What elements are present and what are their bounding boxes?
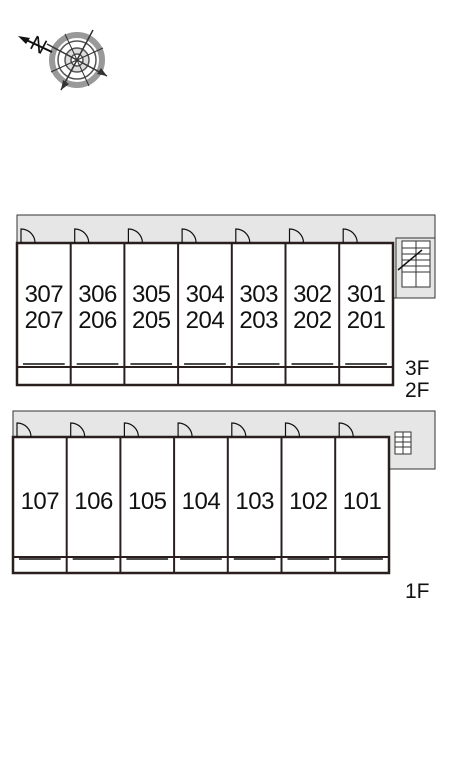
unit-number: 104: [182, 488, 221, 515]
unit-number: 103: [235, 488, 274, 515]
unit-number: 206: [78, 307, 117, 334]
door-icon: [127, 228, 143, 244]
door-icon: [123, 422, 139, 438]
unit-number: 101: [343, 488, 382, 515]
floor-label-2f: 2F: [405, 379, 430, 402]
door-icon: [235, 228, 251, 244]
door-icon: [16, 422, 32, 438]
door-icon: [342, 228, 358, 244]
unit-number: 204: [186, 307, 225, 334]
lower-block: 107 106 105 104 103 102 101: [11, 410, 436, 575]
unit-number: 305: [132, 281, 171, 308]
lower-unit-labels: 107 106 105 104 103 102 101: [21, 488, 382, 515]
unit-number: 304: [186, 281, 225, 308]
unit-number: 202: [293, 307, 332, 334]
north-label: N: [26, 32, 50, 59]
compass-rose-icon: [46, 29, 108, 91]
unit-number: 106: [74, 488, 113, 515]
floor-label-3f: 3F: [405, 357, 430, 380]
unit-number: 301: [347, 281, 386, 308]
door-icon: [20, 228, 36, 244]
unit-number: 107: [21, 488, 60, 515]
unit-number: 201: [347, 307, 386, 334]
door-icon: [181, 228, 197, 244]
unit-number: 207: [25, 307, 64, 334]
unit-number: 205: [132, 307, 171, 334]
door-icon: [338, 422, 354, 438]
unit-number: 105: [128, 488, 167, 515]
unit-number: 307: [25, 281, 64, 308]
unit-number: 302: [293, 281, 332, 308]
staircase-icon: [394, 431, 412, 455]
north-arrow: N: [18, 32, 53, 59]
door-icon: [177, 422, 193, 438]
unit-number: 102: [289, 488, 328, 515]
staircase-icon: [395, 237, 436, 299]
door-icon: [70, 422, 86, 438]
unit-number: 203: [239, 307, 278, 334]
door-icon: [288, 228, 305, 244]
unit-number: 303: [239, 281, 278, 308]
door-icon: [231, 422, 247, 438]
door-icon: [284, 422, 301, 438]
door-icon: [74, 228, 90, 244]
unit-number: 306: [78, 281, 117, 308]
floor-label-1f: 1F: [405, 580, 430, 603]
